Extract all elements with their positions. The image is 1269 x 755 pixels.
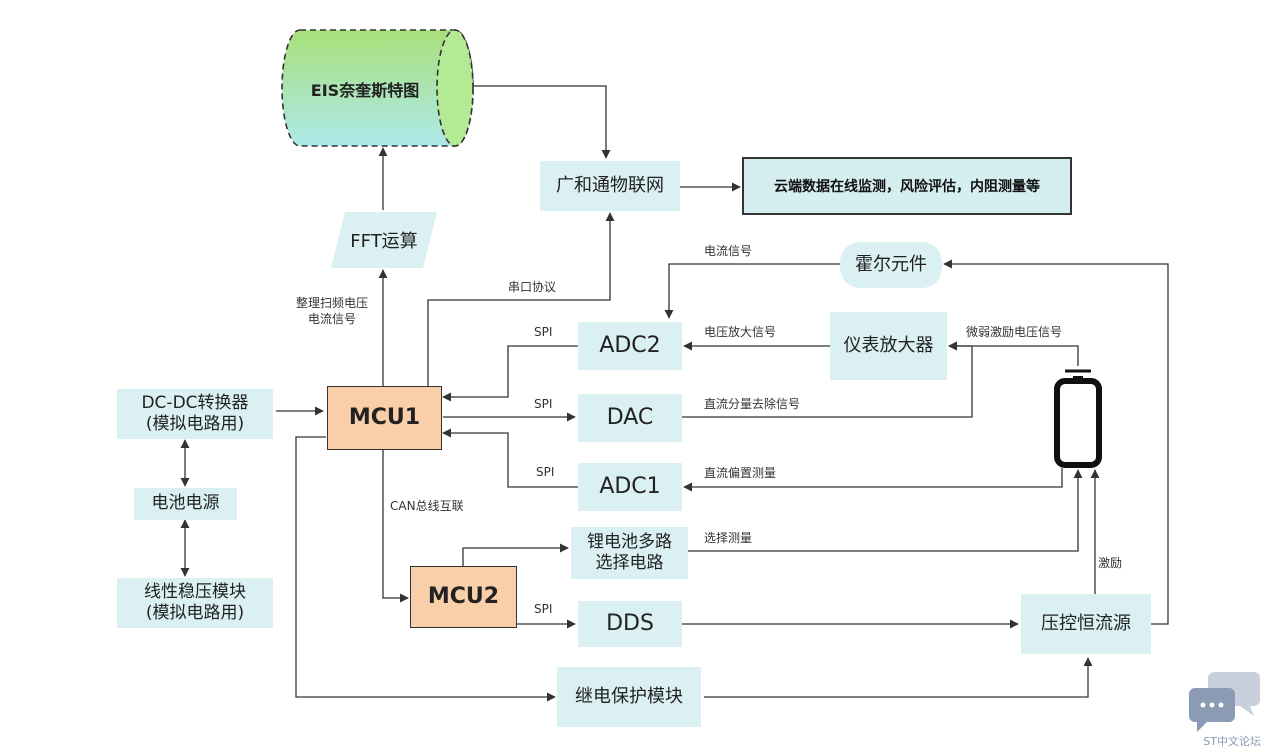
dc-removal-label: 直流分量去除信号 (704, 397, 801, 411)
relay-label: 继电保护模块 (575, 685, 683, 707)
spi-adc1-label: SPI (536, 465, 555, 479)
mcu2-label: MCU2 (427, 584, 500, 610)
hall-label: 霍尔元件 (855, 253, 927, 275)
eis-cylinder-shape (281, 29, 474, 147)
can-bus-label: CAN总线互联 (390, 499, 464, 513)
dc-bias-label: 直流偏置测量 (704, 466, 777, 480)
cloud-monitoring: 云端数据在线监测，风险评估，内阻测量等 (742, 157, 1072, 215)
chat-bubbles-icon (1189, 672, 1260, 732)
ldo-module: 线性稳压模块 (模拟电路用) (117, 578, 273, 628)
dds-block: DDS (578, 601, 682, 647)
spi-dds-label: SPI (534, 602, 553, 616)
sort-signal-line2: 电流信号 (308, 311, 357, 326)
excitation-label: 激励 (1098, 556, 1123, 570)
battery-power-label: 电池电源 (151, 493, 220, 514)
adc1-block: ADC1 (578, 463, 682, 511)
controlled-current-source: 压控恒流源 (1021, 594, 1151, 654)
ccs-label: 压控恒流源 (1041, 612, 1131, 634)
battery-power-block: 电池电源 (134, 488, 237, 520)
battery-mux: 锂电池多路 选择电路 (571, 527, 688, 579)
spi-adc2-label: SPI (534, 325, 553, 339)
dac-label: DAC (606, 405, 654, 431)
fft-label: FFT运算 (350, 231, 418, 252)
weak-excitation-label: 微弱激励电压信号 (966, 325, 1063, 339)
inamp-label: 仪表放大器 (843, 334, 934, 356)
adc2-block: ADC2 (578, 322, 682, 370)
adc2-label: ADC2 (599, 333, 661, 359)
sort-signal-label: 整理扫频电压 电流信号 (296, 296, 368, 327)
mux-label-line2: 选择电路 (595, 553, 664, 573)
mux-label-line1: 锂电池多路 (587, 531, 672, 552)
mcu1-label: MCU1 (348, 405, 421, 431)
current-signal-label: 电流信号 (704, 244, 753, 258)
relay-protection: 继电保护模块 (557, 667, 701, 727)
sort-signal-line1: 整理扫频电压 (296, 296, 369, 310)
dac-block: DAC (578, 394, 682, 442)
iot-label: 广和通物联网 (556, 174, 664, 196)
instrumentation-amplifier: 仪表放大器 (830, 312, 947, 380)
adc1-label: ADC1 (599, 474, 661, 500)
dcdc-converter: DC-DC转换器 (模拟电路用) (117, 389, 273, 439)
hall-sensor: 霍尔元件 (840, 242, 942, 288)
iot-module: 广和通物联网 (540, 161, 680, 211)
eis-nyquist-label: EIS奈奎斯特图 (310, 81, 420, 100)
cloud-label: 云端数据在线监测，风险评估，内阻测量等 (774, 179, 1040, 195)
serial-protocol-label: 串口协议 (508, 280, 557, 294)
dds-label: DDS (606, 611, 654, 637)
voltage-amp-signal-label: 电压放大信号 (704, 325, 777, 339)
select-measure-label: 选择测量 (704, 531, 753, 545)
ldo-label-line2: (模拟电路用) (145, 603, 245, 623)
fft-block: FFT运算 (338, 212, 430, 268)
ldo-label-line1: 线性稳压模块 (144, 581, 246, 602)
spi-dac-label: SPI (534, 397, 553, 411)
mcu1-block: MCU1 (327, 386, 442, 450)
battery-icon (1054, 369, 1102, 468)
mcu2-block: MCU2 (410, 566, 517, 628)
dcdc-label-line2: (模拟电路用) (145, 414, 245, 434)
watermark-text: ST中文论坛 (1203, 735, 1261, 748)
dcdc-label-line1: DC-DC转换器 (141, 392, 249, 413)
